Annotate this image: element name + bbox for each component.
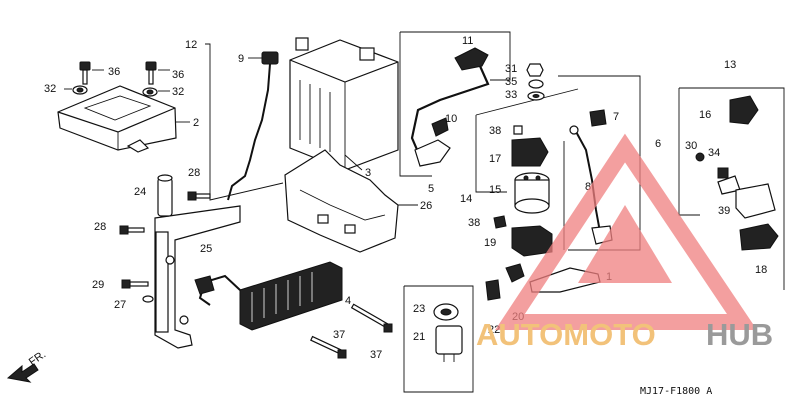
screw-36-left xyxy=(79,61,104,85)
callout-16: 16 xyxy=(699,109,711,121)
forward-label: FR. xyxy=(27,348,48,368)
callout-36-right: 36 xyxy=(172,69,184,81)
callout-7: 7 xyxy=(613,111,619,123)
callout-37-left: 37 xyxy=(333,329,345,341)
watermark-triangle-inner xyxy=(578,205,672,283)
relay-19 xyxy=(511,225,553,257)
callout-27: 27 xyxy=(114,299,126,311)
callout-18: 18 xyxy=(755,264,767,276)
connector-22 xyxy=(485,279,501,301)
washer-27 xyxy=(142,295,154,303)
callout-36-left: 36 xyxy=(108,66,120,78)
control-unit xyxy=(57,85,190,153)
callout-38-lower: 38 xyxy=(468,217,480,229)
frame-bracket-25 xyxy=(154,205,241,349)
watermark-logo xyxy=(495,133,758,330)
washer-32-left xyxy=(64,85,88,95)
solenoid-15 xyxy=(514,172,550,214)
washer-32-right xyxy=(142,87,170,97)
callout-13: 13 xyxy=(724,59,736,71)
parts-box-21-23 xyxy=(403,285,474,393)
watermark-text-part1: AUTOMOTO xyxy=(476,317,656,352)
bolt-37-right xyxy=(350,303,393,333)
callout-15: 15 xyxy=(489,184,501,196)
bolt-28-left xyxy=(119,225,145,235)
bolt-28-top xyxy=(187,191,211,201)
cap-20 xyxy=(505,263,525,283)
drawing-code: MJ17-F1800 A xyxy=(640,386,712,397)
relay-17 xyxy=(511,125,549,167)
bolt-29 xyxy=(121,279,149,289)
callout-14: 14 xyxy=(460,193,472,205)
callout-30: 30 xyxy=(685,140,697,152)
watermark-triangle-outer xyxy=(495,133,758,330)
callout-29: 29 xyxy=(92,279,104,291)
callout-32-right: 32 xyxy=(172,86,184,98)
clip-38-lower xyxy=(493,215,507,229)
callout-17: 17 xyxy=(489,153,501,165)
callout-19: 19 xyxy=(484,237,496,249)
callout-5: 5 xyxy=(428,183,434,195)
starter-relay-group xyxy=(695,95,779,251)
callout-8: 8 xyxy=(585,181,591,193)
callout-32-left: 32 xyxy=(44,83,56,95)
callout-23: 23 xyxy=(413,303,425,315)
regulator-rectifier xyxy=(194,261,343,331)
bolt-37-left xyxy=(310,335,347,359)
callout-28-left: 28 xyxy=(94,221,106,233)
watermark-text-part2: HUB xyxy=(706,317,773,352)
battery xyxy=(289,37,399,171)
callout-21: 21 xyxy=(413,331,425,343)
callout-3: 3 xyxy=(365,167,371,179)
battery-cable-5 xyxy=(410,47,490,167)
watermark-wordmark: AUTOMOTO HUB xyxy=(476,317,773,352)
callout-11: 11 xyxy=(462,35,473,47)
battery-tray xyxy=(284,149,418,253)
callout-38-top: 38 xyxy=(489,125,501,137)
callout-37-right: 37 xyxy=(370,349,382,361)
callout-31: 31 xyxy=(505,63,517,75)
callout-24: 24 xyxy=(134,186,146,198)
callouts: 1 2 3 4 5 6 7 8 9 10 11 12 13 14 15 16 1… xyxy=(44,35,767,361)
callout-2: 2 xyxy=(193,117,199,129)
callout-35: 35 xyxy=(505,76,517,88)
callout-9: 9 xyxy=(238,53,244,65)
callout-33: 33 xyxy=(505,89,517,101)
battery-lead-9 xyxy=(227,51,279,201)
callout-28-top: 28 xyxy=(188,167,200,179)
forward-arrow: FR. xyxy=(6,348,48,383)
callout-39: 39 xyxy=(718,205,730,217)
callout-25: 25 xyxy=(200,243,212,255)
starter-cable xyxy=(569,109,613,245)
clamp-24 xyxy=(157,174,173,217)
callout-4: 4 xyxy=(345,295,351,307)
callout-34: 34 xyxy=(708,147,720,159)
screw-36-right xyxy=(145,61,170,85)
nuts-31-35-33 xyxy=(526,63,545,101)
callout-6: 6 xyxy=(655,138,661,150)
callout-10: 10 xyxy=(445,113,457,125)
callout-12: 12 xyxy=(185,39,197,51)
callout-26: 26 xyxy=(420,200,432,212)
